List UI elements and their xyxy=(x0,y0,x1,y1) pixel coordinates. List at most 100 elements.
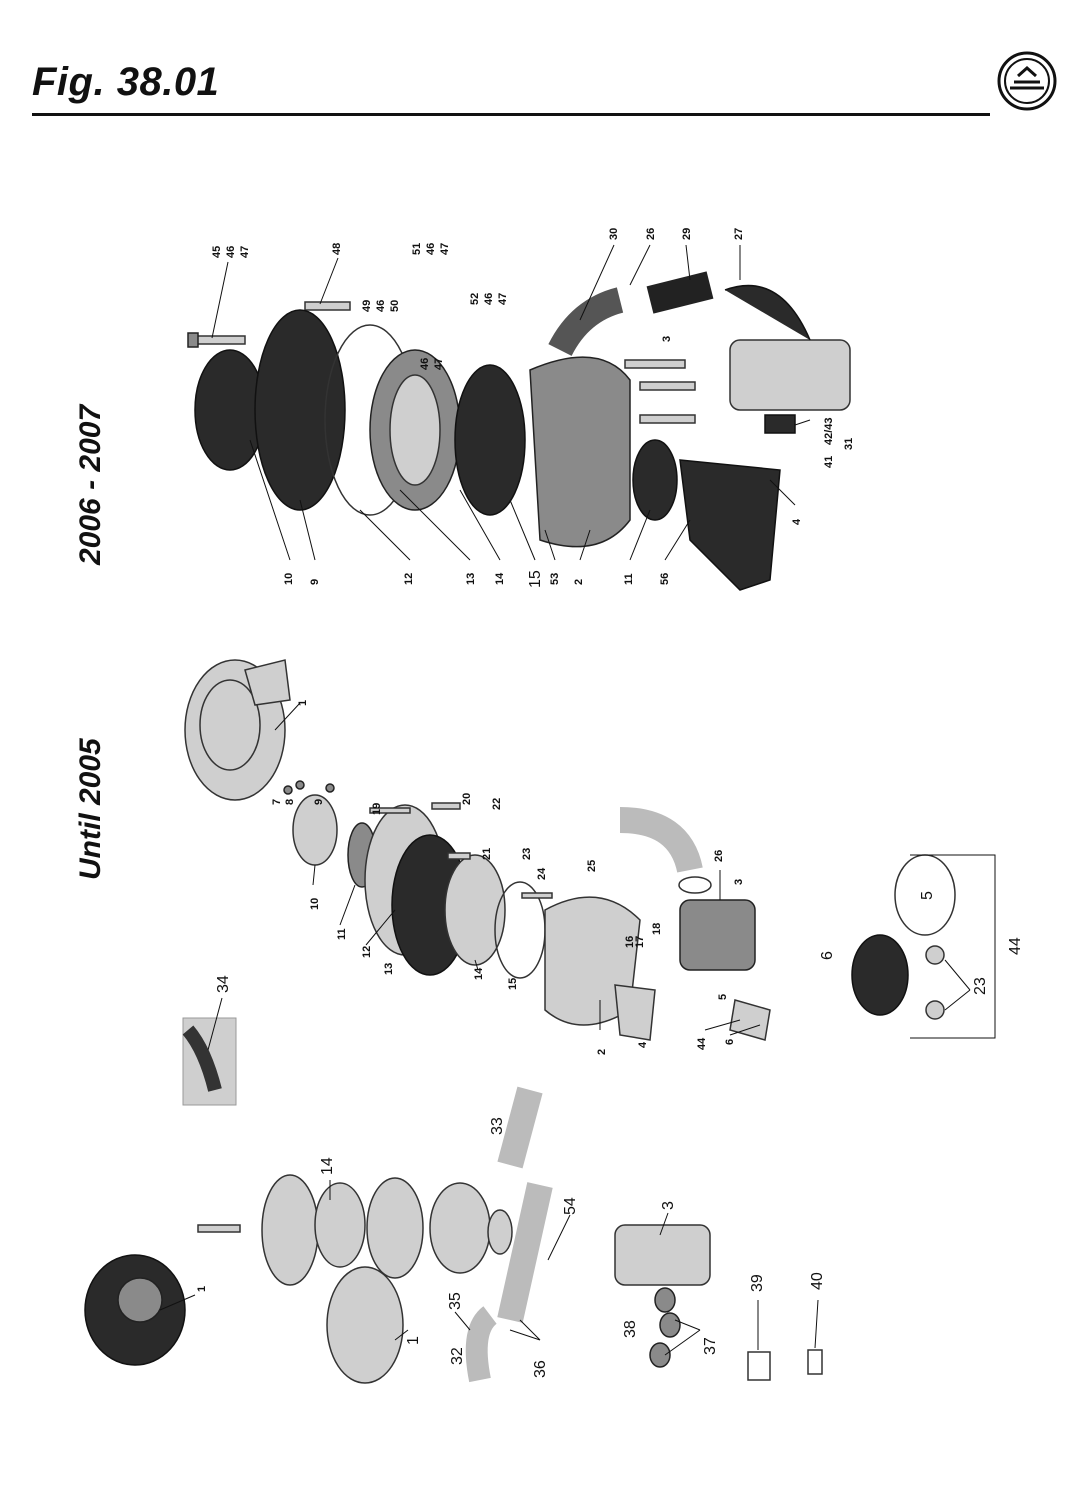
callout-label: 38 xyxy=(622,1320,639,1338)
bolt-part xyxy=(197,1224,241,1233)
callout-label: 35 xyxy=(447,1292,464,1310)
callout-label: 4 xyxy=(791,518,803,525)
callout-label: 15 xyxy=(507,978,519,990)
clamp-part xyxy=(764,414,796,434)
callout-label: 26 xyxy=(645,228,657,240)
intake-elbow-part xyxy=(619,807,703,874)
callout-label: 49 xyxy=(361,300,373,312)
callout-label: 26 xyxy=(713,850,725,862)
bolt-part xyxy=(639,381,696,391)
callouts-until-2005: 1 7 8 9 10 11 12 13 14 15 19 20 22 21 23… xyxy=(271,700,1024,1055)
callout-label: 47 xyxy=(433,358,445,370)
title-rule xyxy=(32,113,990,116)
connector-hose-part xyxy=(646,271,714,314)
pin-part xyxy=(447,852,471,860)
callout-label: 12 xyxy=(403,573,415,585)
assembly-2006-2007 xyxy=(187,271,851,591)
callout-label: 1 xyxy=(405,1336,422,1345)
gasket-part xyxy=(654,1287,676,1313)
filter-body-part xyxy=(366,1177,424,1279)
washer-part xyxy=(925,1000,945,1020)
section-label-until-2005: Until 2005 xyxy=(74,737,107,880)
base-plate-part xyxy=(454,364,526,516)
bolt-part xyxy=(639,414,696,424)
callout-label: 14 xyxy=(473,967,485,980)
callout-label: 14 xyxy=(494,572,506,585)
callout-label: 16 xyxy=(624,936,636,948)
callout-label: 54 xyxy=(562,1197,579,1215)
washer-part xyxy=(925,945,945,965)
callout-label: 3 xyxy=(733,879,745,885)
callout-label: 21 xyxy=(481,848,493,860)
hose-part xyxy=(497,1086,543,1169)
carburettor-part xyxy=(729,339,851,411)
callout-label: 12 xyxy=(361,946,373,958)
callout-label: 40 xyxy=(809,1272,826,1290)
callout-label: 25 xyxy=(586,860,598,872)
callout-label: 10 xyxy=(309,898,321,910)
pin-part xyxy=(521,892,553,899)
assembly-older xyxy=(84,1017,823,1384)
screw-part xyxy=(283,785,293,795)
callout-label: 23 xyxy=(972,977,989,995)
hose-elbow-part xyxy=(465,1306,498,1383)
mounting-bracket-part xyxy=(679,459,781,591)
callout-label: 46 xyxy=(483,293,495,305)
callout-label: 2 xyxy=(596,1049,608,1055)
callout-label: 23 xyxy=(521,848,533,860)
callout-label: 5 xyxy=(919,891,936,900)
callout-label: 33 xyxy=(489,1117,506,1135)
bracket-part xyxy=(614,984,656,1041)
callout-label: 19 xyxy=(371,803,383,815)
callout-label: 48 xyxy=(331,243,343,255)
callout-label: 3 xyxy=(660,1201,677,1210)
gasket-part xyxy=(659,1312,681,1338)
inline-filter-part xyxy=(807,1349,823,1375)
callout-label: 44 xyxy=(1007,937,1024,955)
elbow-hose-part xyxy=(548,287,624,357)
callout-label: 7 xyxy=(271,799,283,805)
callout-label: 44 xyxy=(696,1037,708,1050)
pin-part xyxy=(369,807,411,814)
callout-label: 37 xyxy=(702,1337,719,1355)
brand-emblem-icon xyxy=(997,51,1057,111)
callout-label: 13 xyxy=(465,573,477,585)
callout-label: 45 xyxy=(211,246,223,258)
gasket-part xyxy=(649,1342,671,1368)
callout-label: 47 xyxy=(239,246,251,258)
callout-label: 15 xyxy=(527,570,544,588)
bolt-part xyxy=(194,335,246,345)
assembly-until-2005 xyxy=(184,659,996,1041)
callout-label: 22 xyxy=(491,798,503,810)
airbox-housing-part xyxy=(529,356,631,548)
housing-lid-part xyxy=(254,309,346,511)
fuel-filter-part xyxy=(747,1351,771,1381)
hose-part xyxy=(497,1182,553,1323)
callout-label: 1 xyxy=(196,1286,208,1292)
callout-label: 6 xyxy=(724,1039,736,1045)
callout-label: 6 xyxy=(819,951,836,960)
callout-label: 47 xyxy=(439,243,451,255)
callout-label: 9 xyxy=(309,579,321,585)
callout-label: 53 xyxy=(549,573,561,585)
filter-element-part xyxy=(444,854,506,966)
callout-label: 31 xyxy=(843,438,855,450)
callout-label: 42/43 xyxy=(823,417,835,445)
callout-label: 24 xyxy=(536,867,548,880)
callouts-2006-2007: 45 46 47 48 51 46 47 30 26 29 27 49 46 5… xyxy=(211,228,855,588)
emblem-center-part xyxy=(117,1277,163,1323)
rubber-manifold-part xyxy=(851,934,909,1016)
callout-label: 1 xyxy=(297,700,309,706)
callout-label: 3 xyxy=(661,336,673,342)
housing-part xyxy=(326,1266,404,1384)
callout-label: 46 xyxy=(419,358,431,370)
callout-label: 51 xyxy=(411,243,423,255)
bolt-part xyxy=(304,301,351,311)
callout-label: 46 xyxy=(425,243,437,255)
bolt-head-part xyxy=(187,332,199,348)
callout-label: 47 xyxy=(497,293,509,305)
callout-label: 34 xyxy=(215,975,232,993)
callout-label: 9 xyxy=(313,799,325,805)
filter-cap-part xyxy=(261,1174,319,1286)
